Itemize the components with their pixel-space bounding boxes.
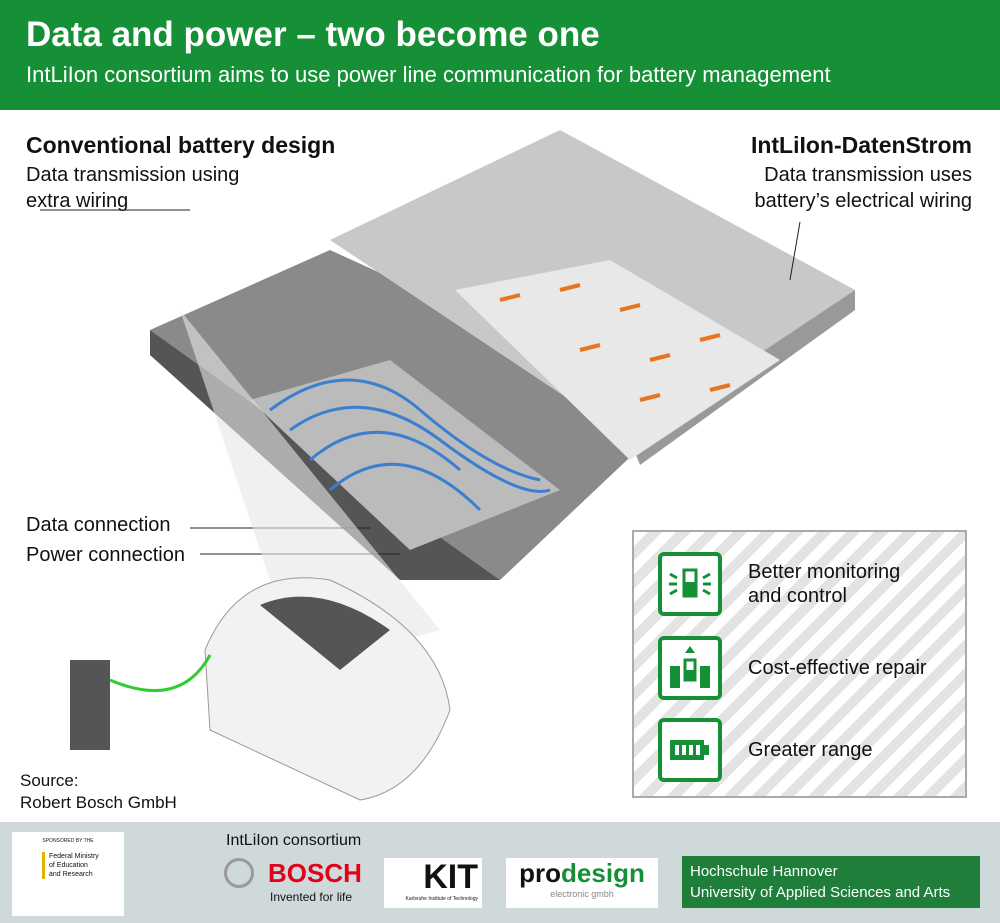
prodesign-logo: prodesign electronic gmbh: [506, 858, 658, 908]
header: Data and power – two become one IntLiIon…: [0, 0, 1000, 110]
battery-monitor-icon: [658, 552, 722, 616]
sponsor-name-3: and Research: [49, 871, 93, 878]
bosch-logo: BOSCH: [268, 858, 362, 888]
benefit-item: Cost-effective repair: [658, 636, 927, 700]
page-subtitle: IntLiIon consortium aims to use power li…: [26, 62, 831, 87]
conventional-desc-2: extra wiring: [26, 190, 129, 212]
electric-car: [204, 577, 451, 801]
footer: SPONSORED BY THE Federal Ministry of Educ…: [0, 822, 1000, 923]
kit-subtext: Karlsruhe Institute of Technology: [405, 896, 478, 902]
kit-logo: KIT Karlsruhe Institute of Technology: [384, 858, 482, 908]
benefit-label: Better monitoring: [748, 561, 901, 583]
bosch-tagline: Invented for life: [270, 890, 353, 904]
sponsor-text: SPONSORED BY THE: [42, 838, 94, 844]
prodesign-design: design: [561, 858, 645, 888]
consortium-label: IntLiIon consortium: [226, 832, 362, 849]
prodesign-subtext: electronic gmbh: [550, 889, 614, 899]
bmbf-logo: SPONSORED BY THE Federal Ministry of Educ…: [12, 832, 124, 916]
battery-illustration: [40, 130, 855, 801]
charging-station: [70, 660, 110, 750]
hh-name: Hochschule Hannover: [690, 863, 838, 880]
benefit-label: Greater range: [748, 739, 873, 761]
kit-text: KIT: [423, 858, 478, 896]
sponsor-name: Federal Ministry: [49, 853, 99, 860]
intliion-title: IntLiIon-DatenStrom: [750, 132, 972, 158]
intliion-desc-2: battery’s electrical wiring: [754, 190, 973, 212]
benefit-label-2: and control: [748, 585, 847, 607]
data-connection-label: Data connection: [26, 514, 171, 536]
bosch-logo-icon: [224, 858, 254, 888]
conventional-title: Conventional battery design: [26, 132, 336, 158]
intliion-desc: Data transmission uses: [764, 164, 972, 186]
intliion-cells: [455, 260, 780, 460]
source-label: Source:: [20, 771, 79, 790]
source-name: Robert Bosch GmbH: [20, 793, 177, 812]
power-connection-label: Power connection: [26, 544, 185, 566]
hh-subname: University of Applied Sciences and Arts: [690, 884, 951, 901]
benefit-label: Cost-effective repair: [748, 657, 927, 679]
conventional-desc: Data transmission using: [26, 164, 240, 186]
conventional-cells: [250, 360, 560, 550]
benefit-item: Greater range: [658, 718, 873, 782]
battery-replace-icon: [658, 636, 722, 700]
prodesign-pro: pro: [519, 858, 562, 888]
battery-full-icon: [658, 718, 722, 782]
page-title: Data and power – two become one: [26, 15, 600, 54]
sponsor-name-2: of Education: [49, 862, 88, 869]
